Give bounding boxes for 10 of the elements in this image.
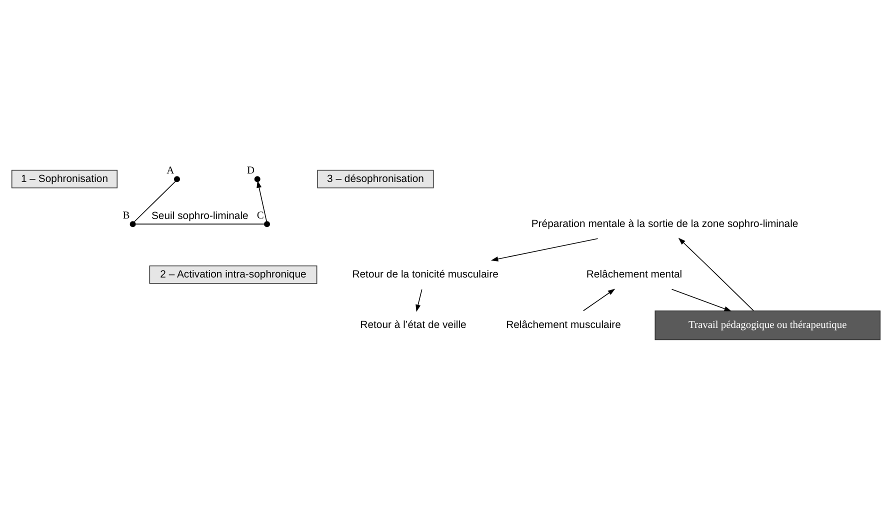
node-text: Relâchement mental <box>586 269 682 280</box>
node-label: A <box>166 166 174 177</box>
edge-label: Seuil sophro-liminale <box>151 210 248 222</box>
node-text: Préparation mentale à la sortie de la zone sophro-liminale <box>531 218 798 230</box>
node-text: Retour à l’état de veille <box>360 320 466 332</box>
node-label: B <box>122 210 130 222</box>
node-text: Retour de la tonicité musculaire <box>352 269 498 280</box>
node-label: C <box>256 210 264 222</box>
node-text: Relâchement musculaire <box>506 320 621 332</box>
node-label: D <box>246 166 255 177</box>
